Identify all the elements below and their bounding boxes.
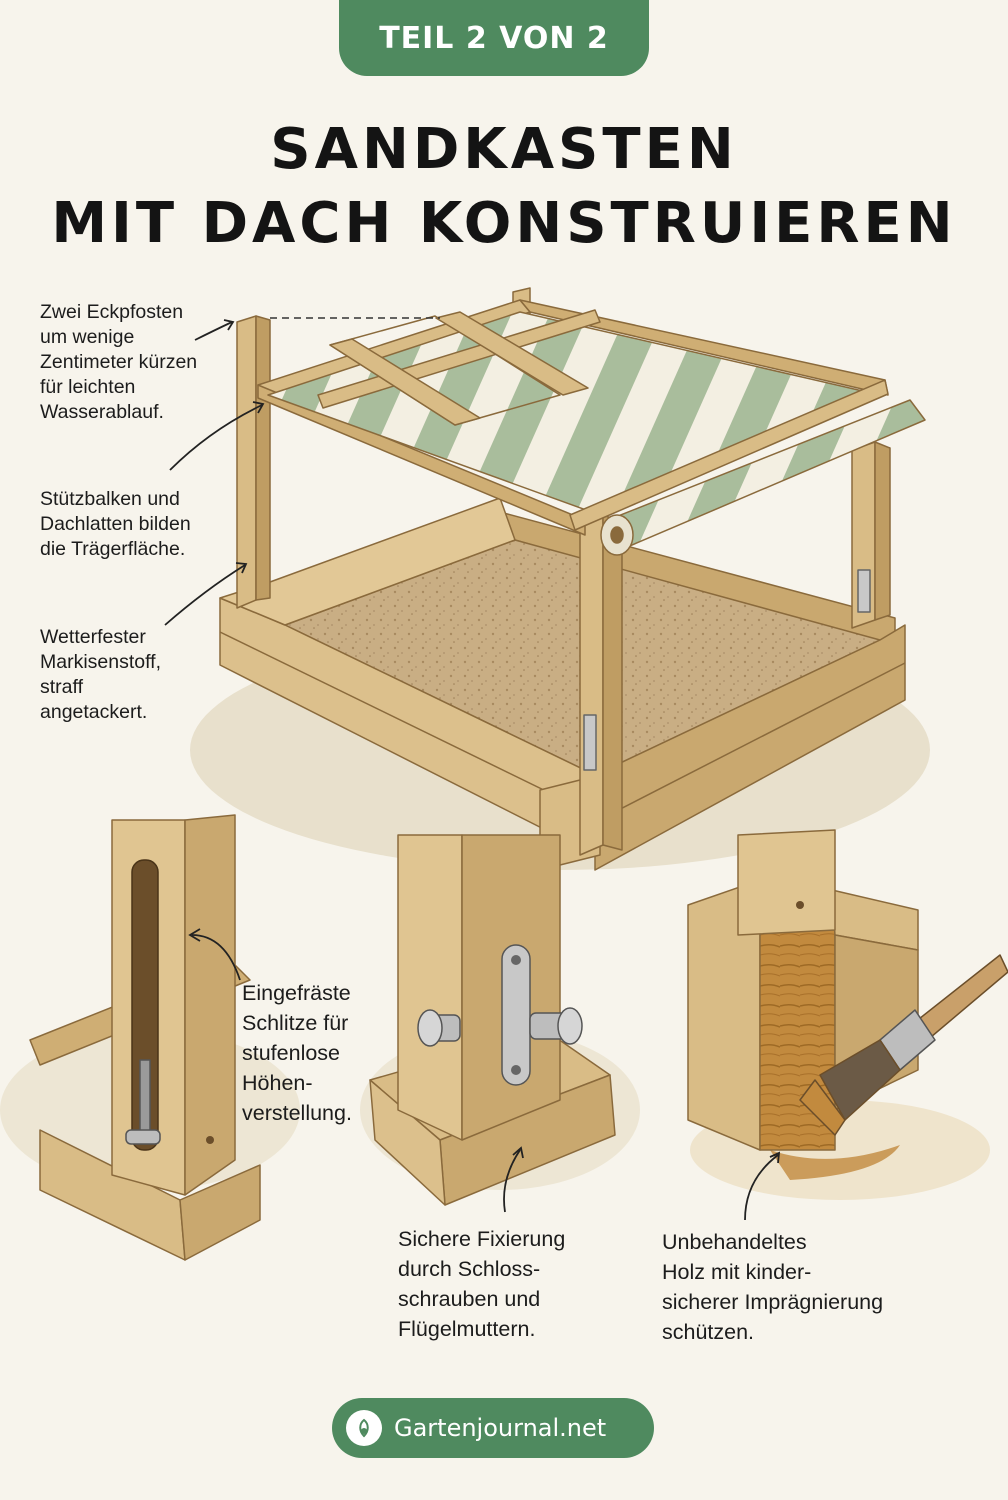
brand-name: Gartenjournal.net	[394, 1414, 607, 1442]
detail-stain-wood	[687, 829, 990, 1200]
sandbox-main	[190, 287, 930, 871]
callout-slots: Eingefräste Schlitze für stufenlose Höhe…	[242, 981, 352, 1125]
callout-bolts: Sichere Fixierung durch Schloss- schraub…	[398, 1227, 566, 1341]
brand-footer[interactable]: Gartenjournal.net	[332, 1398, 654, 1458]
detail-slot-post	[0, 814, 300, 1261]
callout-fabric: Wetterfester Markisenstoff, straff anget…	[40, 626, 162, 723]
leaf-icon	[346, 1410, 382, 1446]
detail-bolt-post	[360, 834, 640, 1206]
callout-arrows-top	[164, 319, 265, 626]
paint-brush-icon	[799, 954, 1008, 1136]
callout-wood: Unbehandeltes Holz mit kinder- sicherer …	[662, 1230, 884, 1344]
callout-arrow-bolts	[503, 1146, 524, 1213]
callout-arrow-slots	[188, 928, 241, 981]
page-title-line-2: MIT DACH KONSTRUIEREN	[51, 191, 957, 256]
part-badge: TEIL 2 VON 2	[339, 0, 649, 76]
callout-posts: Zwei Eckpfosten um wenige Zentimeter kür…	[40, 301, 198, 423]
callout-beams: Stützbalken und Dachlatten bilden die Tr…	[40, 488, 191, 560]
page-title-line-1: SANDKASTEN	[270, 117, 738, 182]
callout-arrow-wood	[744, 1151, 781, 1221]
rolled-awning	[600, 399, 926, 556]
